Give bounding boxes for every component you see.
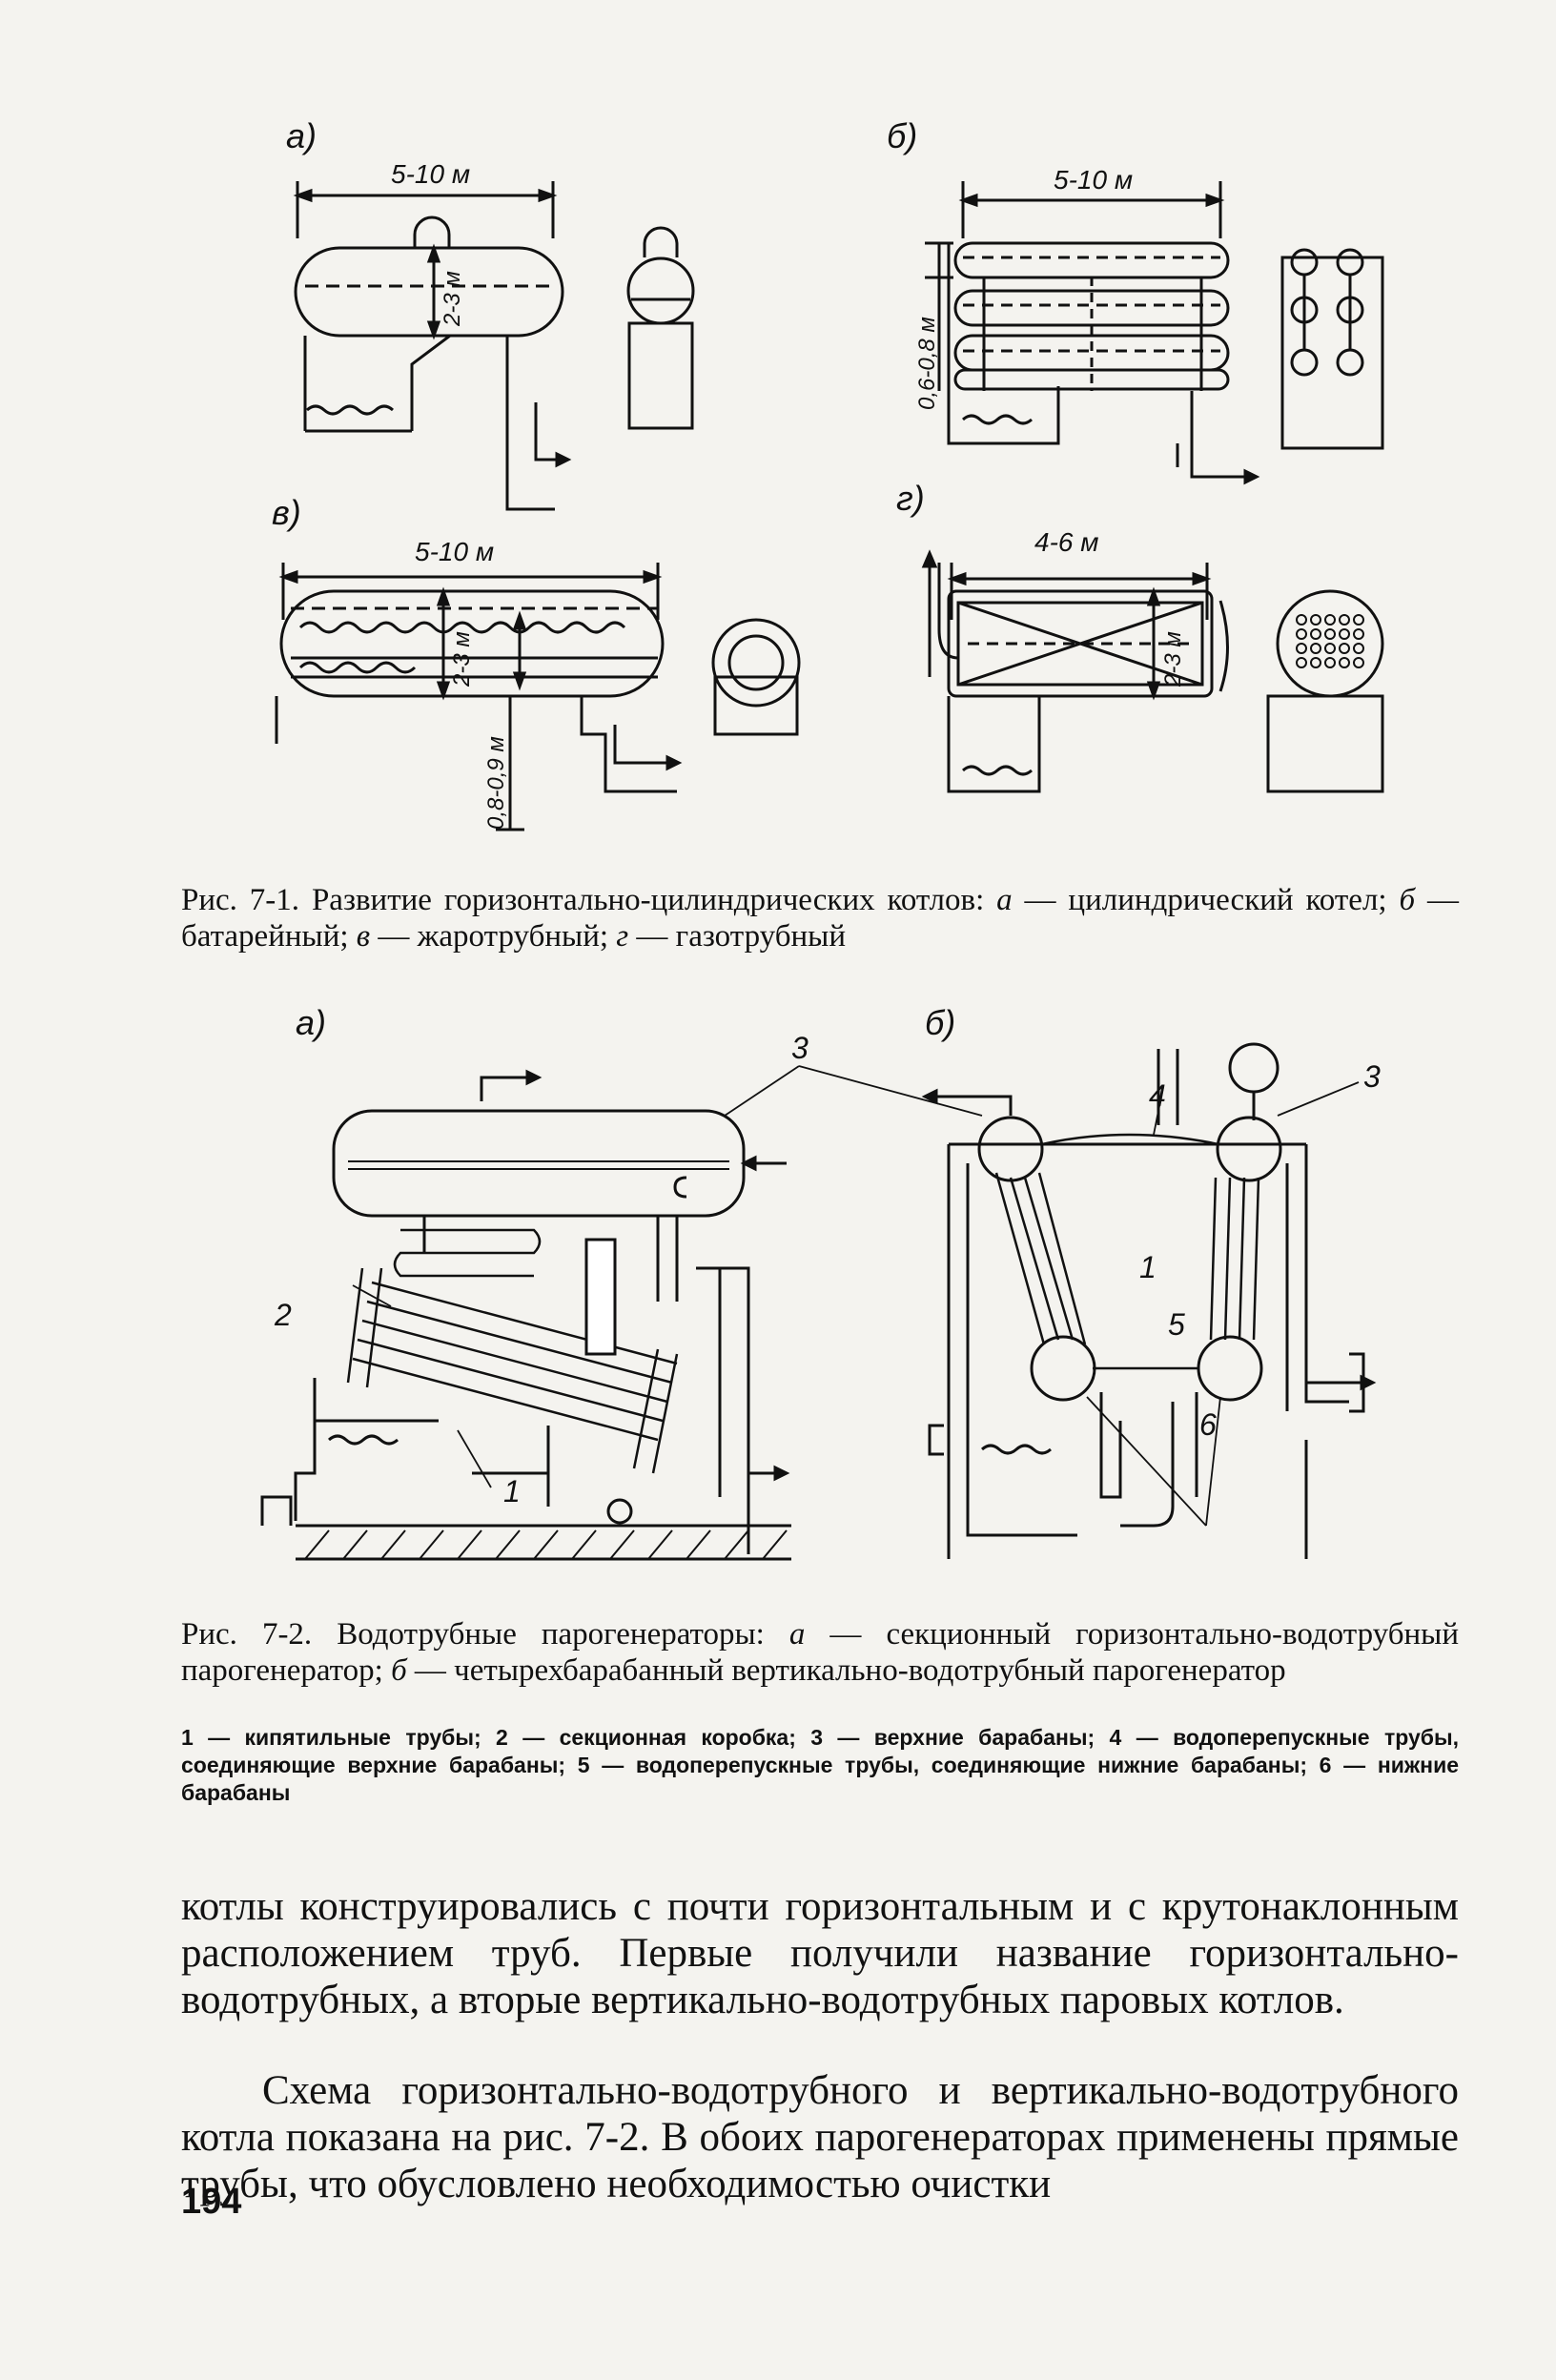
dim-v-length: 5-10 м <box>415 537 494 566</box>
dim-v-diameter: 2-3 м <box>449 631 475 687</box>
figure-7-1-caption: Рис. 7-1. Развитие горизонтально-цилиндр… <box>181 883 1459 954</box>
fig1-label-a: а) <box>286 116 317 155</box>
fig2-label-a: а) <box>296 1003 326 1042</box>
panel-g-fire-tube-boiler <box>921 549 1384 793</box>
figure-7-2: а) б) 1 2 3 3 4 1 5 6 <box>260 1003 1381 1561</box>
paragraph-2: Схема горизонтально-водотрубного и верти… <box>181 2068 1459 2206</box>
paragraph-1: котлы конструировались с почти горизонта… <box>181 1884 1459 2022</box>
panel-a-cylindrical-boiler <box>293 181 695 511</box>
callout-5: 5 <box>1168 1307 1185 1342</box>
dim-b-height: 0,6-0,8 м <box>914 317 940 410</box>
callout-2: 2 <box>274 1298 292 1332</box>
dim-v-tube: 0,8-0,9 м <box>483 736 509 830</box>
dim-a-diameter: 2-3 м <box>440 271 465 327</box>
callout-3-b: 3 <box>1363 1059 1381 1094</box>
boiler-tube-bundle <box>346 1267 679 1474</box>
figure-7-2-caption: Рис. 7-2. Водотрубные парогенераторы: а … <box>181 1617 1459 1688</box>
figure-7-1: а) б) в) г) 5-10 м 2-3 м 5-10 м 0,6-0,8 … <box>272 116 1384 831</box>
panel-b-battery-boiler <box>925 181 1384 485</box>
callout-3-a: 3 <box>791 1031 809 1065</box>
dim-a-length: 5-10 м <box>391 159 470 189</box>
page-number: 194 <box>181 2182 242 2222</box>
figure-7-2-legend: 1 — кипятильные трубы; 2 — секционная ко… <box>181 1725 1459 1805</box>
callout-4: 4 <box>1149 1078 1166 1113</box>
fig1-label-b: б) <box>887 116 917 155</box>
dim-g-length: 4-6 м <box>1034 527 1098 557</box>
fig1-label-v: в) <box>272 493 301 532</box>
dim-g-diameter: 2-3 м <box>1160 631 1186 687</box>
panel-v-flue-tube-boiler <box>275 563 801 831</box>
fig2-label-b: б) <box>925 1003 955 1042</box>
panel-a-sectional-steam-generator <box>260 1069 791 1561</box>
callout-1-a: 1 <box>503 1474 521 1508</box>
fig1-label-g: г) <box>896 479 925 518</box>
callout-1-b: 1 <box>1139 1250 1157 1284</box>
callout-6: 6 <box>1199 1407 1217 1442</box>
dim-b-length: 5-10 м <box>1054 165 1133 195</box>
panel-b-four-drum-steam-generator <box>921 1042 1377 1559</box>
